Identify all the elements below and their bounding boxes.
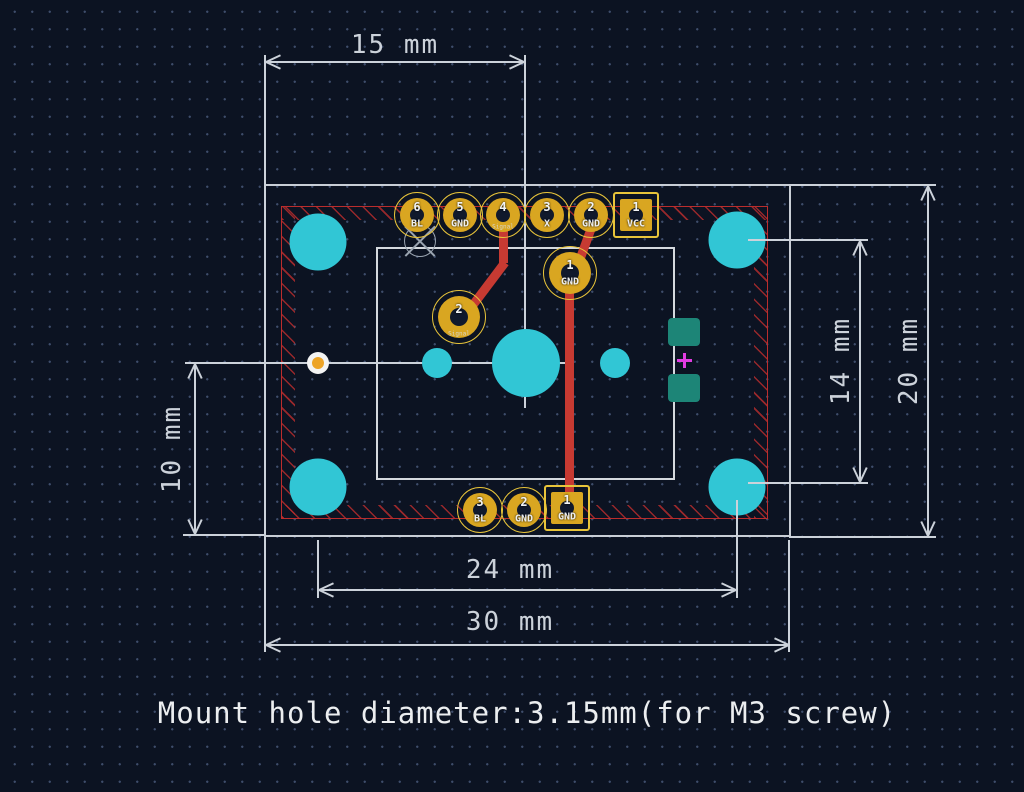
trace-pad4-vertical[interactable] — [499, 213, 508, 263]
mount-hole-bottom-left[interactable] — [289, 458, 347, 516]
pad-net-label: BL — [473, 513, 487, 525]
center-hole-right-small[interactable] — [600, 348, 630, 378]
pad-net-label: GND — [581, 218, 601, 230]
pad-net-label: Signal — [492, 223, 514, 231]
dim-line-14mm[interactable] — [859, 241, 861, 482]
center-hole-left-small[interactable] — [422, 348, 452, 378]
edge-hatch-right — [754, 207, 767, 518]
dim-line-30mm[interactable] — [266, 644, 789, 646]
via[interactable] — [307, 352, 329, 374]
smd-pad-back-top[interactable] — [668, 318, 700, 346]
dim-label-30mm[interactable]: 30 mm — [465, 607, 555, 637]
vertical-centerline — [524, 55, 526, 408]
horizontal-centerline — [185, 362, 567, 364]
ext-line-20mm-bottom — [789, 536, 936, 538]
dim-label-10mm[interactable]: 10 mm — [157, 404, 187, 494]
mount-hole-note[interactable]: Mount hole diameter:3.15mm(for M3 screw) — [157, 696, 897, 730]
pad-number: 2 — [520, 495, 528, 509]
pad-net-label: GND — [450, 218, 470, 230]
ext-line-24mm-right — [736, 500, 738, 598]
via-drill — [312, 357, 324, 369]
ext-line-20mm-top — [789, 184, 936, 186]
pad-number: 3 — [543, 200, 551, 214]
pad-net-label: GND — [557, 511, 577, 523]
pad-net-label: GND — [514, 513, 534, 525]
ext-line-14mm-top — [748, 239, 868, 241]
pad-number: 1 — [563, 493, 571, 507]
dim-label-14mm[interactable]: 14 mm — [826, 316, 856, 406]
dim-label-20mm[interactable]: 20 mm — [894, 316, 924, 406]
pad-number: 4 — [499, 200, 507, 214]
ext-line-30mm-right — [788, 540, 790, 652]
ext-line-24mm-left — [317, 540, 319, 598]
ext-line-14mm-bottom — [748, 482, 868, 484]
anchor-cross-icon — [683, 353, 686, 368]
pad-net-label: X — [543, 218, 551, 230]
pad-number: 6 — [413, 200, 421, 214]
pad-number: 1 — [632, 200, 640, 214]
dim-label-24mm[interactable]: 24 mm — [465, 555, 555, 585]
pad-number: 1 — [566, 258, 574, 272]
smd-pad-back-bottom[interactable] — [668, 374, 700, 402]
ext-line-left-edge — [264, 55, 266, 652]
dim-label-15mm[interactable]: 15 mm — [350, 30, 440, 60]
ext-line-10mm-bottom — [183, 534, 265, 536]
pad-net-label: VCC — [626, 218, 646, 230]
dim-line-15mm[interactable] — [266, 61, 524, 63]
dim-line-24mm[interactable] — [319, 589, 736, 591]
mount-hole-top-left[interactable] — [289, 213, 347, 271]
pad-number: 5 — [456, 200, 464, 214]
dim-line-20mm[interactable] — [927, 186, 929, 536]
center-hole-large[interactable] — [492, 329, 560, 397]
pad-net-label: Signal — [448, 330, 470, 338]
pad-net-label: GND — [560, 276, 580, 288]
pad-net-label: BL — [410, 218, 424, 230]
trace-gnd-vertical[interactable] — [565, 288, 574, 506]
dim-line-10mm[interactable] — [194, 364, 196, 534]
pad-number: 3 — [476, 495, 484, 509]
pad-number: 2 — [455, 302, 463, 316]
pad-number: 2 — [587, 200, 595, 214]
